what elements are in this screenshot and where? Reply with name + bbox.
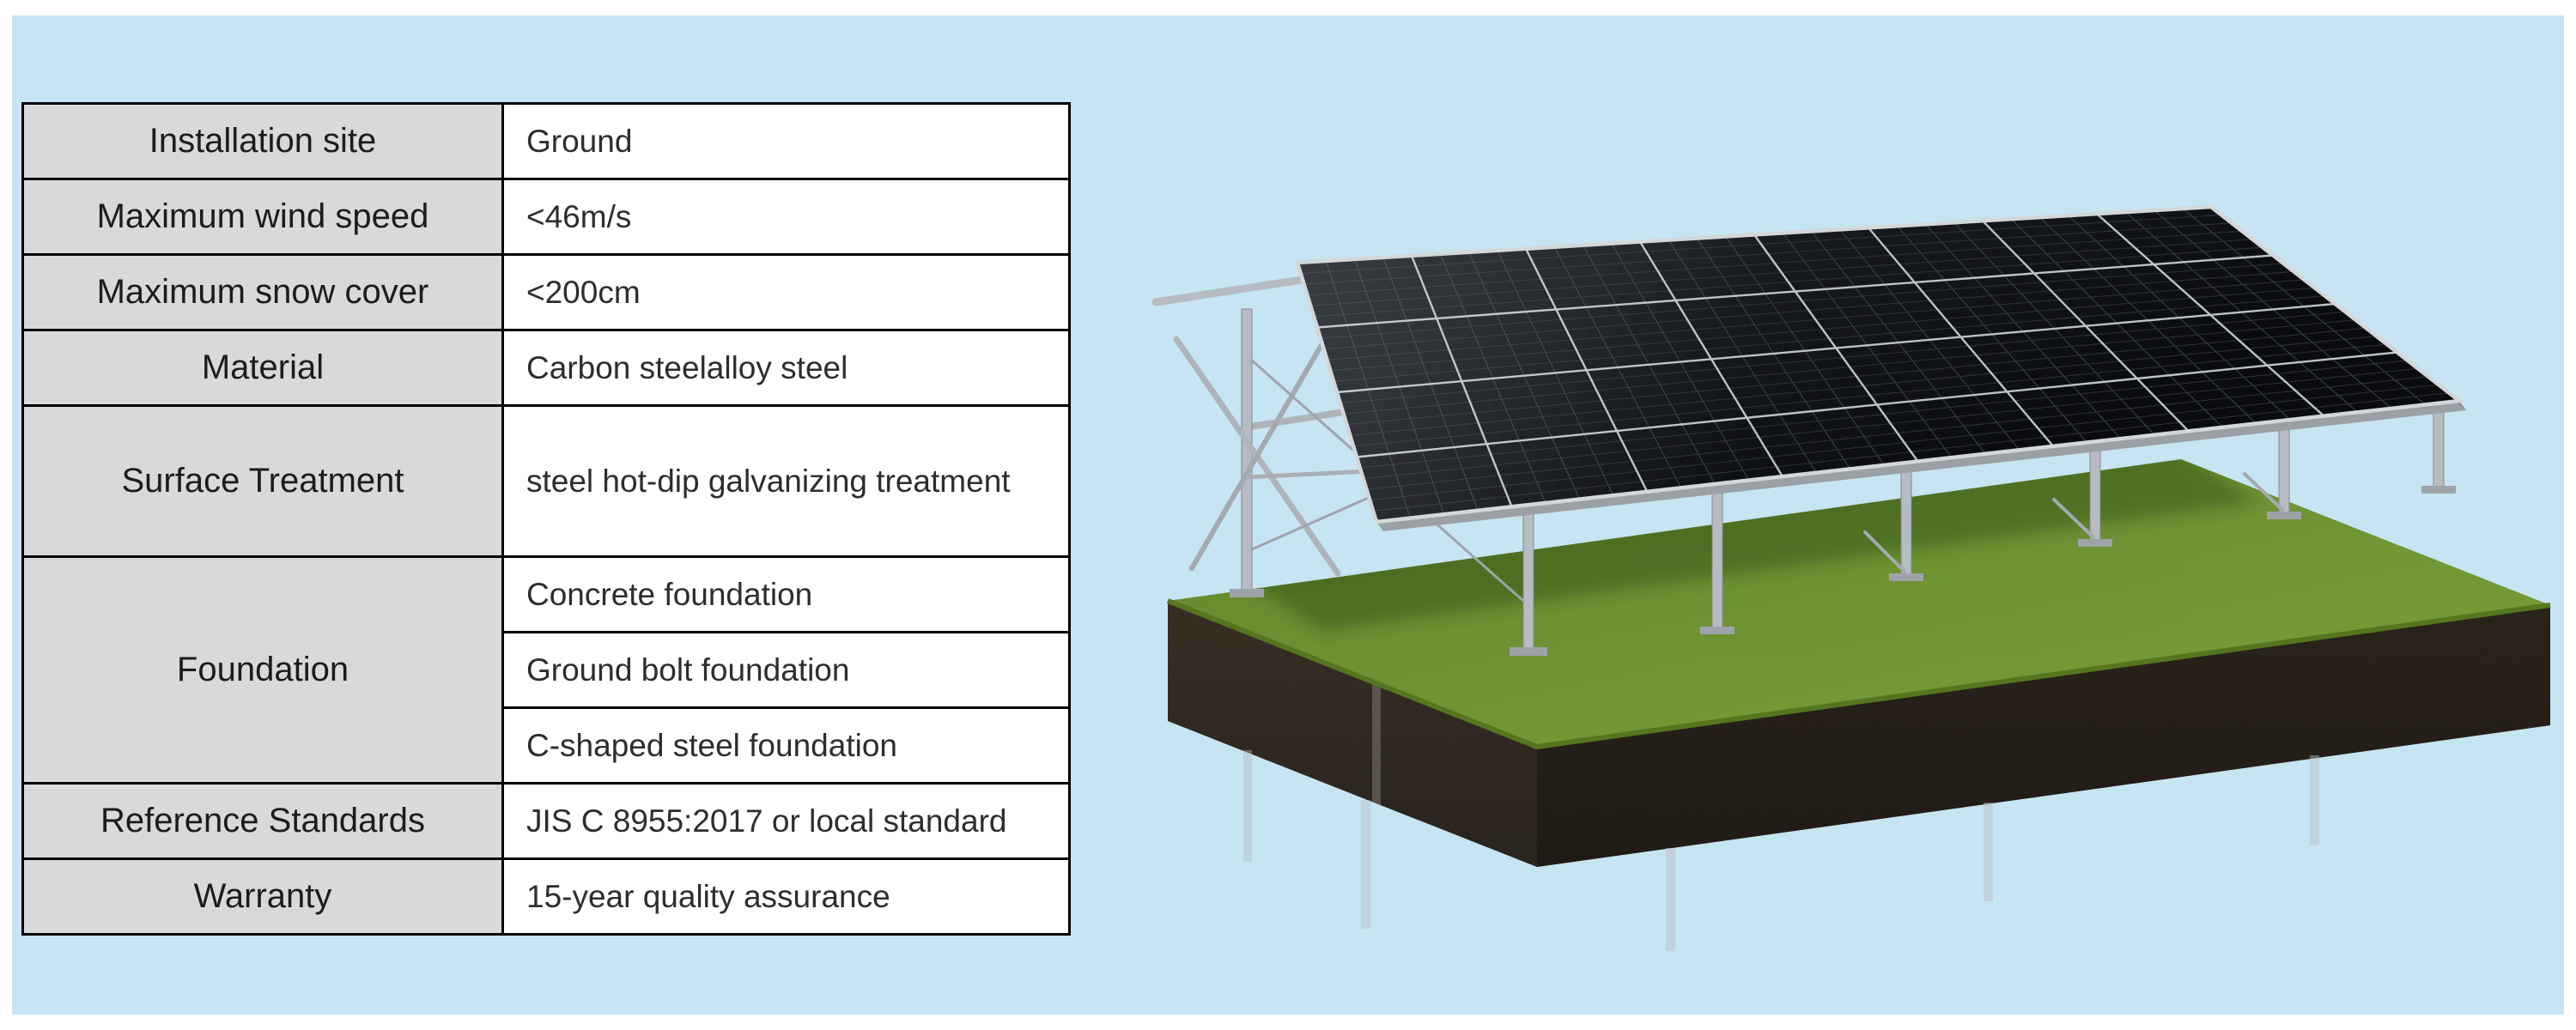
base-plate [2421, 486, 2456, 494]
table-row: Ground bolt foundation [23, 631, 1071, 709]
spec-label: Maximum snow cover [21, 253, 504, 331]
spec-value: JIS C 8955:2017 or local standard [501, 782, 1071, 860]
spec-value: steel hot-dip galvanizing treatment [501, 404, 1071, 558]
spec-value: Ground [501, 102, 1071, 180]
spec-value: Carbon steelalloy steel [501, 329, 1071, 407]
grass-edge [1166, 598, 2551, 750]
table-row: Foundation Concrete foundation [21, 555, 1071, 785]
spec-value: Concrete foundation [501, 555, 1071, 633]
panel-shadow [1219, 459, 2258, 631]
spec-value: Ground bolt foundation [501, 631, 1071, 709]
front-post [2089, 442, 2101, 545]
table-row: Maximum wind speed <46m/s [21, 178, 1071, 256]
front-post [2278, 421, 2290, 518]
spec-label: Warranty [21, 857, 504, 936]
front-post [1711, 480, 1723, 633]
ground-screws [1243, 750, 2319, 951]
ground-screw [2310, 755, 2319, 845]
solar-mount-illustration [1151, 204, 2551, 951]
front-post [2433, 403, 2445, 492]
base-plate [1230, 589, 1264, 597]
kick-brace [2243, 472, 2284, 512]
panel-glare [1297, 207, 2459, 522]
base-plate [1889, 573, 1923, 581]
kick-brace [1863, 530, 1906, 573]
spec-label: Installation site [21, 102, 504, 180]
spec-label: Reference Standards [21, 782, 504, 860]
ground-screw [1984, 803, 1993, 901]
ground-screw [1243, 750, 1252, 862]
ground-screw [1361, 800, 1370, 929]
table-row: Reference Standards JIS C 8955:2017 or l… [21, 782, 1071, 860]
spec-label: Surface Treatment [21, 404, 504, 558]
table-row: Maximum snow cover <200cm [21, 253, 1071, 331]
spec-label: Material [21, 329, 504, 407]
spec-label: Maximum wind speed [21, 178, 504, 256]
solar-panel-array [1295, 204, 2466, 531]
spec-value: <200cm [501, 253, 1071, 331]
panel-frame [1295, 204, 2464, 524]
table-row: Installation site Ground [21, 102, 1071, 180]
table-row: Material Carbon steelalloy steel [21, 329, 1071, 407]
kick-brace [2052, 498, 2095, 539]
spec-value: 15-year quality assurance [501, 857, 1071, 936]
spec-label: Foundation [21, 555, 504, 785]
panel-bottom-edge [1376, 401, 2466, 531]
front-post [1900, 467, 1912, 580]
base-plate [1510, 647, 1547, 656]
spec-value: <46m/s [501, 178, 1071, 256]
table-row: Warranty 15-year quality assurance [21, 857, 1071, 936]
spec-value: C-shaped steel foundation [501, 706, 1071, 785]
base-plate [2267, 512, 2301, 519]
base-plate [1700, 627, 1735, 634]
diagonal-brace [1189, 341, 1325, 571]
table-row: Surface Treatment steel hot-dip galvaniz… [21, 404, 1071, 558]
table-row: C-shaped steel foundation [23, 706, 1071, 785]
base-plate [2078, 539, 2112, 547]
ground-screw [1666, 848, 1675, 951]
spec-table: Installation site Ground Maximum wind sp… [21, 102, 1071, 936]
